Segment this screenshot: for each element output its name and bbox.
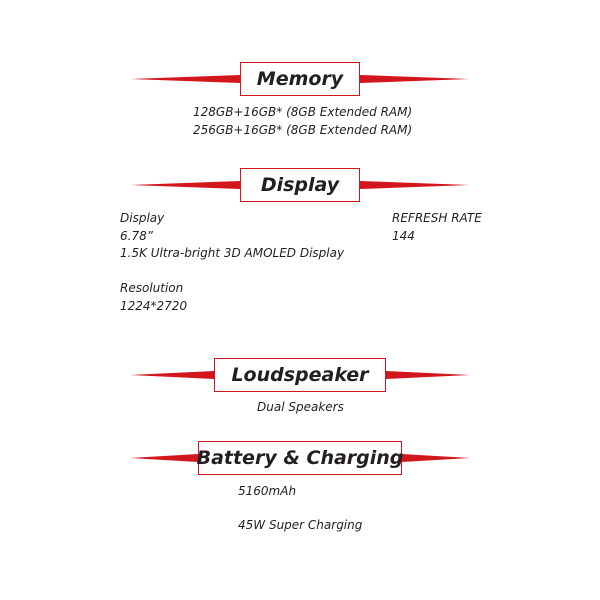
battery-title: Battery & Charging: [197, 441, 403, 475]
speakers-info: Dual Speakers: [257, 400, 344, 414]
memory-option-1: 128GB+16GB* (8GB Extended RAM): [193, 105, 413, 119]
refresh-rate-value: 144: [392, 229, 415, 243]
display-label: Display: [120, 211, 165, 225]
display-divider: [130, 181, 470, 189]
memory-header: Memory: [0, 62, 600, 96]
display-size: 6.78”: [120, 229, 153, 243]
display-panel: 1.5K Ultra-bright 3D AMOLED Display: [120, 246, 345, 260]
loudspeaker-divider: [130, 371, 470, 379]
memory-divider: [130, 75, 470, 83]
resolution-value: 1224*2720: [120, 299, 188, 313]
display-title: Display: [240, 168, 360, 202]
memory-option-2: 256GB+16GB* (8GB Extended RAM): [193, 123, 413, 137]
resolution-label: Resolution: [120, 281, 184, 295]
battery-divider: [130, 454, 470, 462]
loudspeaker-header: Loudspeaker: [0, 358, 600, 392]
refresh-rate-label: REFRESH RATE: [392, 211, 482, 225]
display-header: Display: [0, 168, 600, 202]
loudspeaker-title: Loudspeaker: [214, 358, 386, 392]
battery-capacity: 5160mAh: [238, 484, 297, 498]
battery-header: Battery & Charging: [0, 441, 600, 475]
charging-info: 45W Super Charging: [238, 518, 363, 532]
memory-title: Memory: [240, 62, 360, 96]
